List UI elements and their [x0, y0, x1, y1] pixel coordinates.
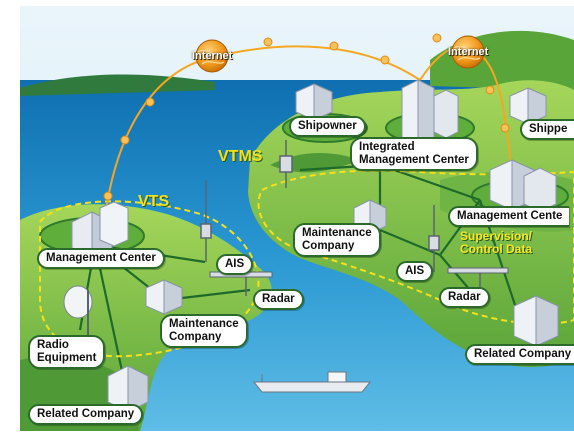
label-maintenance-left: Maintenance Company	[160, 314, 248, 348]
label-mgmt-center-left: Management Center	[37, 248, 165, 269]
label-radar-right: Radar	[439, 287, 490, 308]
label-maintenance-right: Maintenance Company	[293, 223, 381, 257]
vtms-label: VTMS	[218, 148, 263, 165]
building-related-right	[513, 295, 559, 347]
maintenance-right-line-1: Maintenance	[302, 227, 372, 239]
supervision-line-1: Supervision/	[460, 229, 533, 243]
maintenance-left-line-2: Company	[169, 331, 222, 343]
supervision-annotation: Supervision/ Control Data	[460, 230, 532, 256]
supervision-line-2: Control Data	[460, 242, 532, 256]
label-shipowner: Shipowner	[289, 116, 366, 137]
land-right	[248, 80, 574, 367]
label-integrated-center: Integrated Management Center	[350, 137, 478, 171]
internet-globe-right	[451, 35, 485, 69]
maintenance-left-line-1: Maintenance	[169, 318, 239, 330]
label-mgmt-center-right: Management Cente	[448, 206, 570, 227]
radio-line-2: Equipment	[37, 352, 97, 364]
arc-nodes	[103, 33, 510, 201]
internet-globe-left	[195, 39, 229, 73]
label-related-company-right: Related Company	[465, 344, 574, 365]
label-radio-equipment: Radio Equipment	[28, 335, 106, 369]
building-shipowner	[295, 83, 333, 121]
label-related-company-left: Related Company	[28, 404, 144, 425]
ship	[252, 371, 372, 393]
internet-label-right: Internet	[448, 46, 489, 58]
vts-label: VTS	[138, 193, 170, 210]
internet-label-left: Internet	[192, 50, 233, 62]
label-ais-left: AIS	[216, 254, 254, 275]
label-radar-left: Radar	[253, 289, 304, 310]
maintenance-right-line-2: Company	[302, 240, 355, 252]
building-shipper	[509, 87, 547, 125]
building-maintenance-left	[145, 279, 183, 315]
ais-antenna-left	[200, 180, 212, 262]
radio-dish	[63, 285, 93, 336]
integrated-center-line-2: Management Center	[359, 154, 469, 166]
label-shipper: Shippe	[520, 119, 574, 140]
building-related-left	[107, 365, 149, 413]
vtms-tower	[279, 140, 293, 188]
ais-antenna-right	[428, 205, 440, 272]
integrated-center-line-1: Integrated	[359, 141, 415, 153]
radio-line-1: Radio	[37, 339, 69, 351]
label-ais-right: AIS	[396, 261, 434, 282]
building-mgmt-center-right	[489, 159, 557, 213]
